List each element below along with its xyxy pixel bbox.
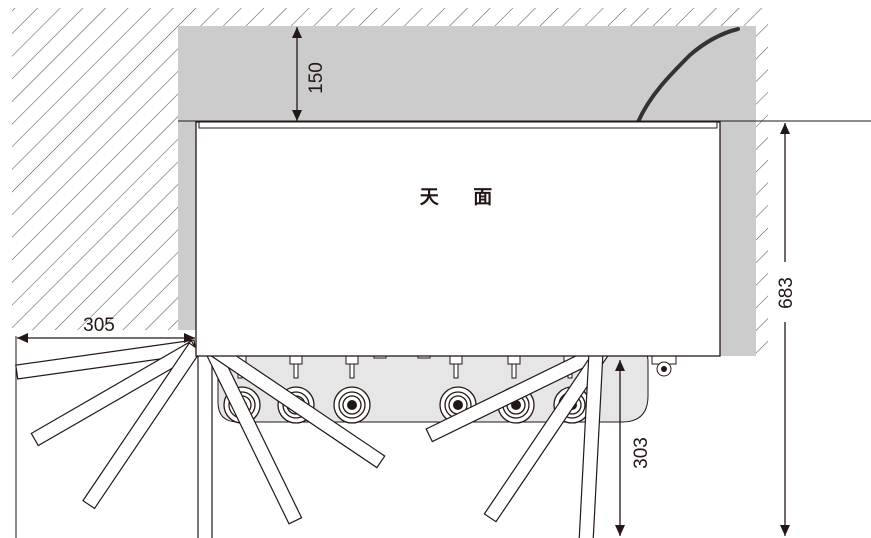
ceiling-space <box>178 26 756 122</box>
wall-top <box>178 8 756 26</box>
power-cable <box>636 27 740 124</box>
swing-hose <box>197 349 213 538</box>
dimension-side-clearance <box>15 333 195 538</box>
swing-hose <box>82 342 202 510</box>
dimension-top-clearance <box>292 27 302 121</box>
dimension-depth-label: 683 <box>776 277 797 309</box>
left-side-space <box>178 122 198 330</box>
dimension-front-clearance-label: 303 <box>631 437 652 469</box>
drain-port <box>333 386 371 424</box>
side-fitting <box>651 353 677 377</box>
dimension-depth <box>772 123 798 536</box>
wall-right <box>756 8 768 356</box>
top-face-label: 天 面 <box>420 186 507 208</box>
right-side-space <box>720 122 756 356</box>
unit-body <box>195 121 721 357</box>
connector <box>289 355 303 379</box>
dimension-top-clearance-label: 150 <box>306 62 327 94</box>
dimension-side-clearance-label: 305 <box>83 315 115 336</box>
dimension-front-clearance <box>615 360 625 536</box>
wall-left <box>12 8 178 330</box>
